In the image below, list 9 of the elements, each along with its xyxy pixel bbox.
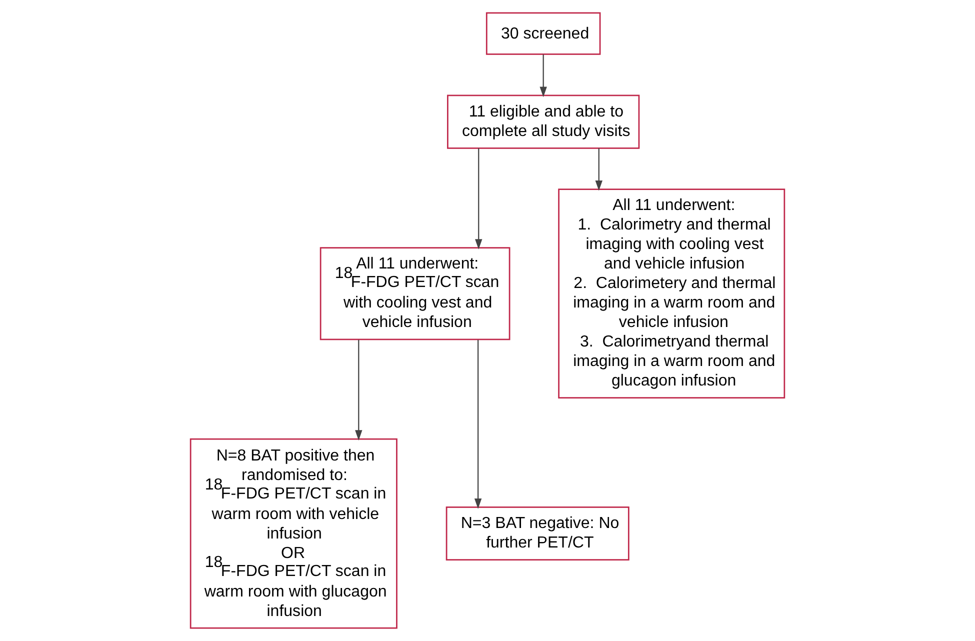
arrow [475, 148, 482, 250]
arrow [595, 148, 602, 191]
arrow [474, 340, 482, 509]
arrow [540, 54, 547, 98]
node-box: N=3 BAT negative: No further PET/CT [446, 506, 630, 561]
node-box: 11 eligible and able to complete all study visits [447, 94, 640, 149]
node-box: 30 screened [486, 12, 601, 55]
arrow [355, 340, 362, 440]
node-box: All 11 underwent: 1. Calorimetry and thermal imaging with cooling vest and vehicle infusion 2. Calorimetery and thermal imaging in a warm room and vehicle infusion 3. Calorimetryand thermal imaging in a warm room and glucagon infusion [558, 188, 786, 398]
